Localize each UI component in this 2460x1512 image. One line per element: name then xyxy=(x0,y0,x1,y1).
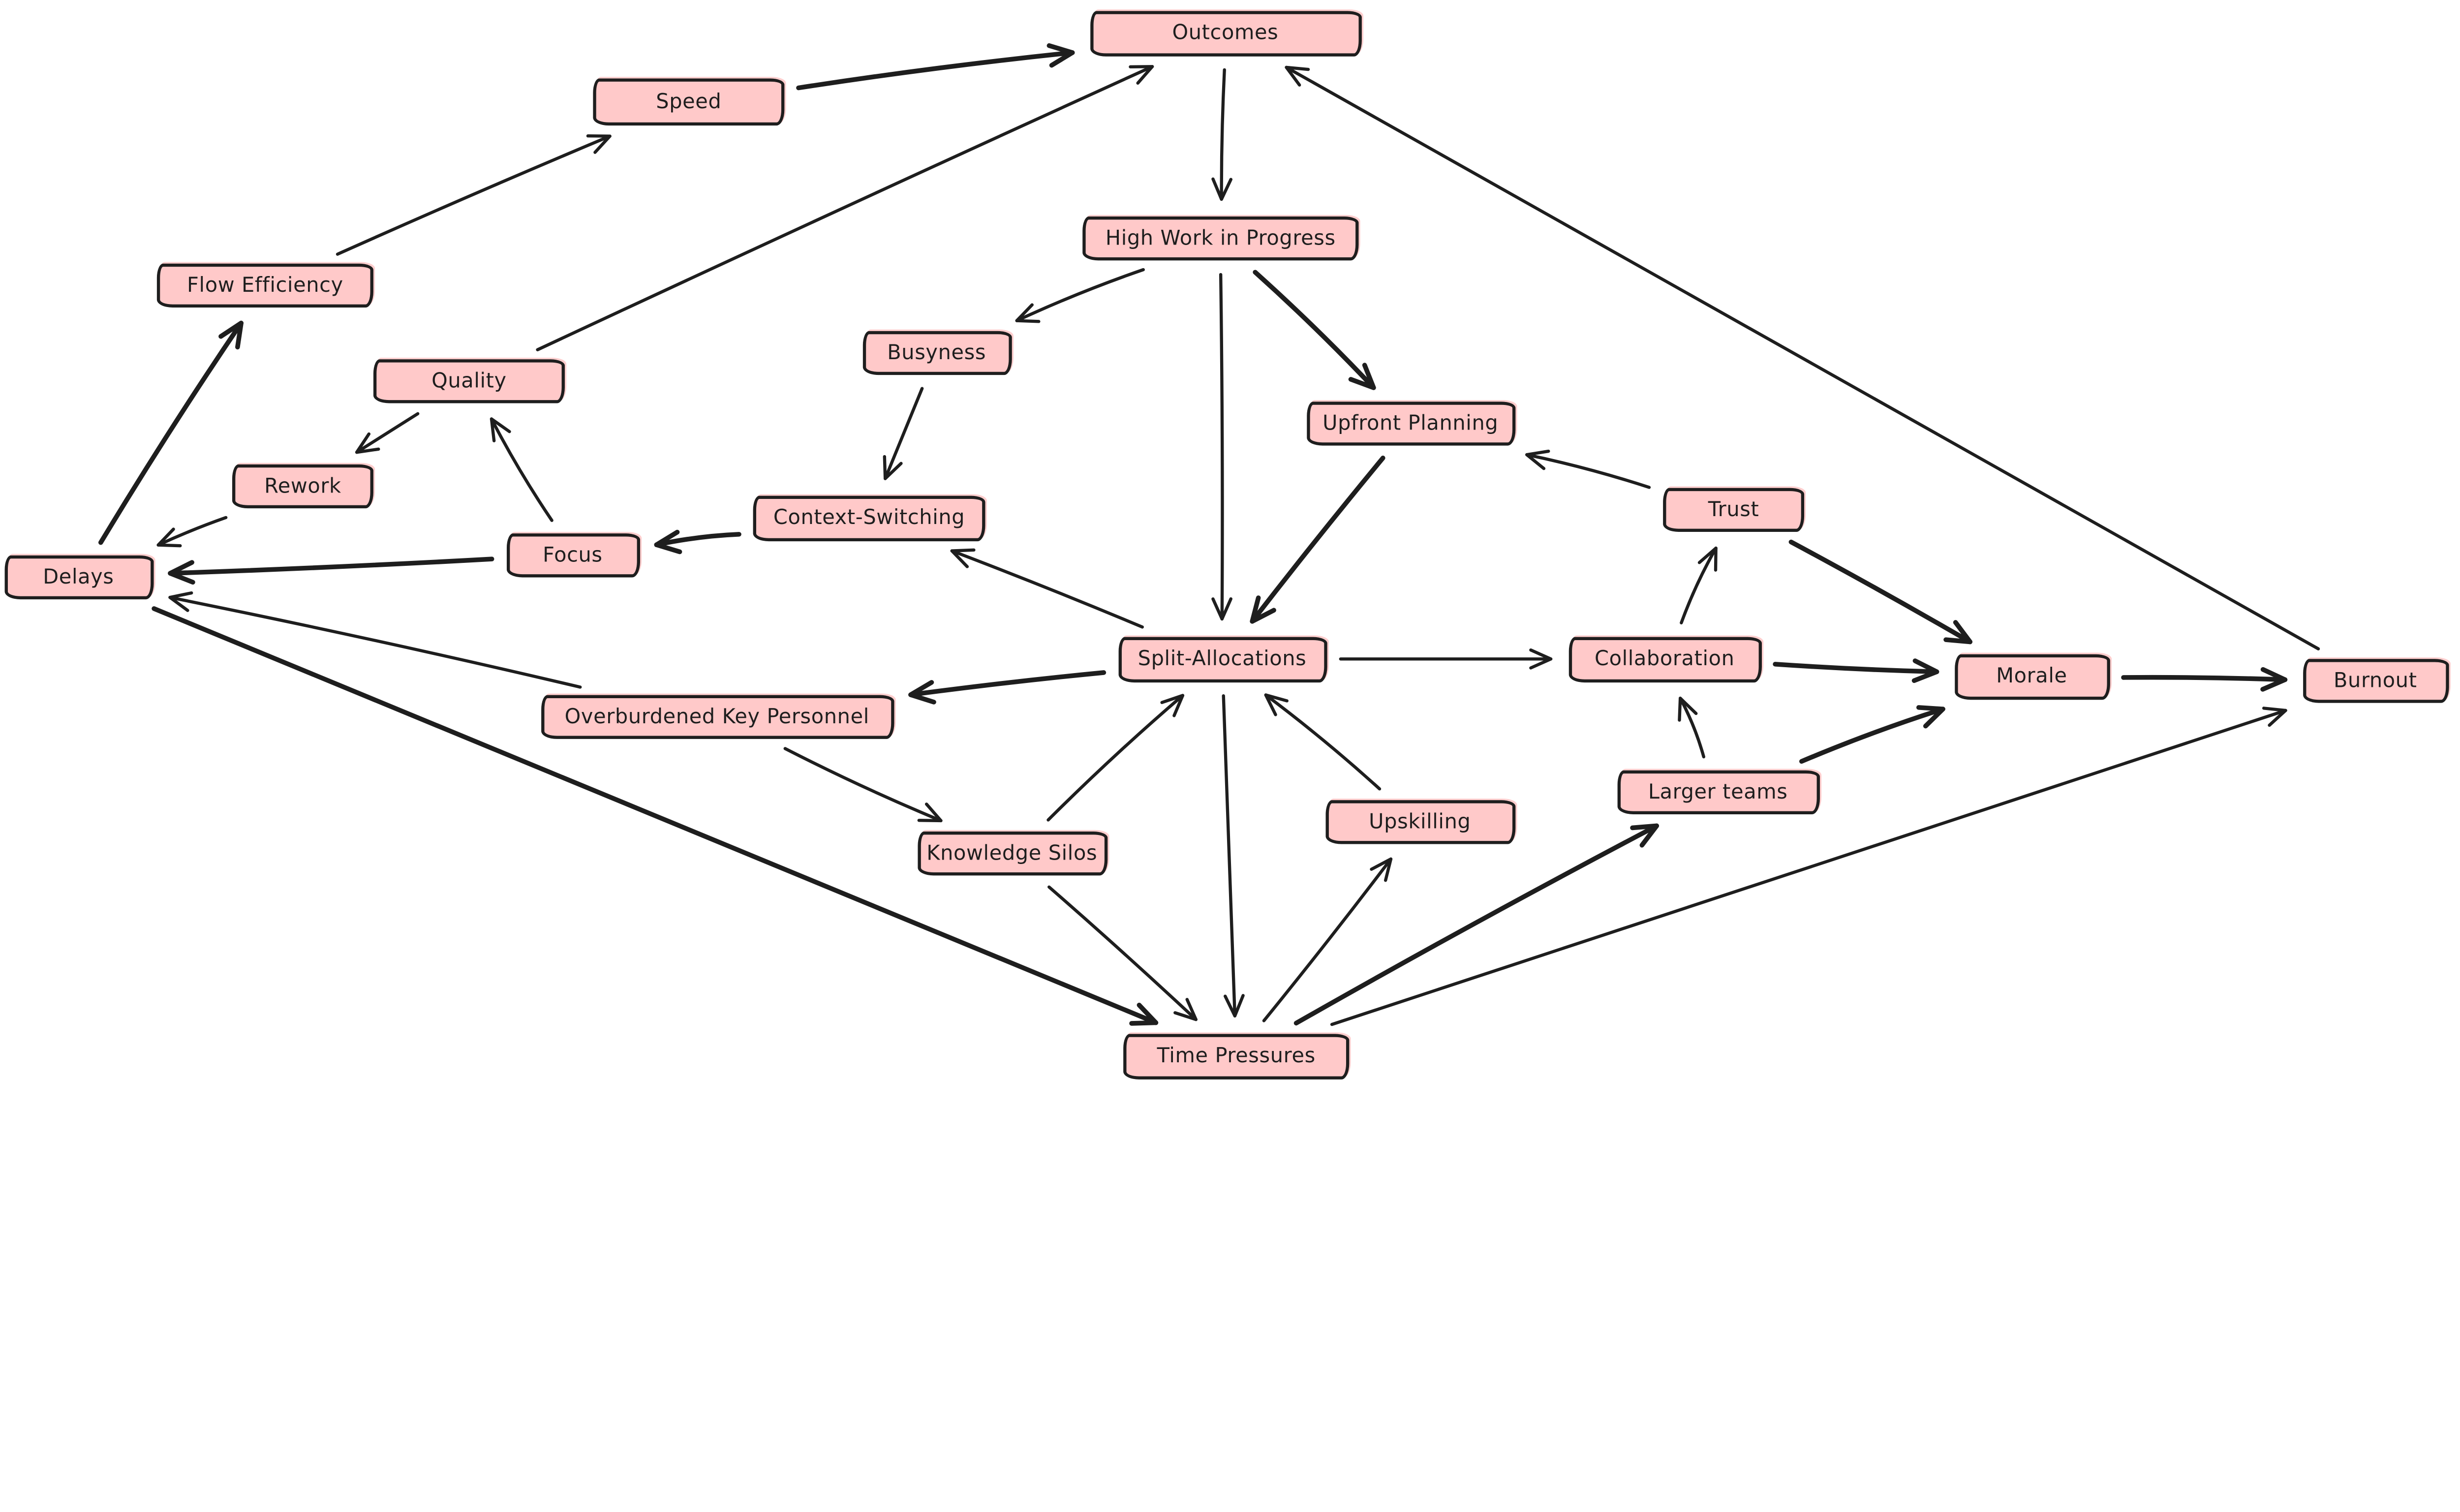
node-time_pressures[interactable]: Time Pressures xyxy=(1123,1033,1350,1079)
node-label: Focus xyxy=(543,543,603,567)
node-collaboration[interactable]: Collaboration xyxy=(1568,636,1761,682)
node-outcomes[interactable]: Outcomes xyxy=(1089,10,1361,56)
edge-delays-flow_efficiency[interactable] xyxy=(98,320,244,545)
edge-time_pressures-burnout[interactable] xyxy=(1330,707,2287,1026)
edge-collaboration-morale[interactable] xyxy=(1773,658,1939,683)
node-quality[interactable]: Quality xyxy=(373,359,565,403)
edge-morale-burnout[interactable] xyxy=(2121,667,2288,692)
node-label: Knowledge Silos xyxy=(926,841,1098,865)
edge-quality-outcomes[interactable] xyxy=(536,65,1154,351)
node-label: Morale xyxy=(1996,664,2067,688)
node-knowledge_silos[interactable]: Knowledge Silos xyxy=(917,832,1107,876)
edge-overburdened-knowledge_silos[interactable] xyxy=(783,747,943,823)
edge-layer xyxy=(98,43,2320,1026)
edge-larger_teams-collaboration[interactable] xyxy=(1678,696,1706,759)
edge-speed-outcomes[interactable] xyxy=(796,43,1075,91)
edge-high_wip-busyness[interactable] xyxy=(1015,268,1145,323)
edge-trust-morale[interactable] xyxy=(1788,539,1973,645)
edge-split_allocations-overburdened[interactable] xyxy=(908,670,1107,705)
node-label: Flow Efficiency xyxy=(187,274,343,298)
node-trust[interactable]: Trust xyxy=(1663,488,1805,532)
node-context_switching[interactable]: Context-Switching xyxy=(753,495,985,541)
node-overburdened[interactable]: Overburdened Key Personnel xyxy=(540,695,894,739)
node-upskilling[interactable]: Upskilling xyxy=(1324,800,1515,844)
edge-focus-quality[interactable] xyxy=(490,417,554,522)
node-label: Delays xyxy=(43,565,114,589)
node-focus[interactable]: Focus xyxy=(506,533,640,578)
node-morale[interactable]: Morale xyxy=(1954,653,2110,699)
node-burnout[interactable]: Burnout xyxy=(2302,659,2449,703)
node-label: Time Pressures xyxy=(1157,1044,1316,1068)
edge-collaboration-trust[interactable] xyxy=(1680,546,1718,625)
edge-outcomes-high_wip[interactable] xyxy=(1211,68,1233,201)
node-speed[interactable]: Speed xyxy=(593,78,785,126)
node-split_allocations[interactable]: Split-Allocations xyxy=(1118,636,1327,682)
edge-rework-delays[interactable] xyxy=(156,516,228,548)
edge-knowledge_silos-split_allocations[interactable] xyxy=(1046,694,1185,822)
node-delays[interactable]: Delays xyxy=(3,555,153,600)
node-label: Collaboration xyxy=(1594,647,1735,671)
node-label: Larger teams xyxy=(1648,780,1788,804)
node-larger_teams[interactable]: Larger teams xyxy=(1617,770,1819,814)
node-label: Context-Switching xyxy=(773,506,965,530)
edge-split_allocations-collaboration[interactable] xyxy=(1339,648,1553,670)
edge-context_switching-focus[interactable] xyxy=(654,529,741,555)
edge-upfront_planning-split_allocations[interactable] xyxy=(1250,456,1385,624)
node-label: Busyness xyxy=(887,341,986,365)
node-label: Upfront Planning xyxy=(1322,412,1499,435)
edge-split_allocations-context_switching[interactable] xyxy=(950,548,1144,629)
node-label: Outcomes xyxy=(1172,21,1279,45)
edge-overburdened-delays[interactable] xyxy=(168,591,582,689)
node-label: Split-Allocations xyxy=(1138,647,1307,671)
node-high_wip[interactable]: High Work in Progress xyxy=(1082,216,1359,261)
edge-time_pressures-upskilling[interactable] xyxy=(1262,857,1393,1022)
node-flow_efficiency[interactable]: Flow Efficiency xyxy=(156,263,373,308)
edge-high_wip-upfront_planning[interactable] xyxy=(1253,270,1376,390)
node-label: Upskilling xyxy=(1369,810,1471,834)
node-label: Speed xyxy=(656,90,722,114)
edge-burnout-outcomes[interactable] xyxy=(1285,65,2320,650)
edge-split_allocations-time_pressures[interactable] xyxy=(1222,694,1245,1018)
edge-delays-time_pressures[interactable] xyxy=(152,606,1159,1026)
edge-time_pressures-larger_teams[interactable] xyxy=(1293,823,1660,1026)
edge-trust-upfront_planning[interactable] xyxy=(1525,449,1651,489)
edge-quality-rework[interactable] xyxy=(355,412,420,454)
node-label: Rework xyxy=(264,474,341,498)
node-label: Quality xyxy=(431,369,507,393)
edge-focus-delays[interactable] xyxy=(168,556,494,585)
edge-knowledge_silos-time_pressures[interactable] xyxy=(1047,885,1198,1021)
edge-upskilling-split_allocations[interactable] xyxy=(1264,693,1382,791)
edge-high_wip-split_allocations[interactable] xyxy=(1211,273,1232,621)
node-label: Overburdened Key Personnel xyxy=(564,705,869,729)
edge-flow_efficiency-speed[interactable] xyxy=(336,134,612,256)
node-label: High Work in Progress xyxy=(1105,226,1336,250)
node-upfront_planning[interactable]: Upfront Planning xyxy=(1306,401,1515,446)
node-label: Burnout xyxy=(2333,669,2417,693)
node-label: Trust xyxy=(1708,498,1759,522)
edge-larger_teams-morale[interactable] xyxy=(1799,705,1945,764)
node-rework[interactable]: Rework xyxy=(232,464,373,509)
edge-busyness-context_switching[interactable] xyxy=(883,387,924,480)
node-busyness[interactable]: Busyness xyxy=(862,331,1012,375)
